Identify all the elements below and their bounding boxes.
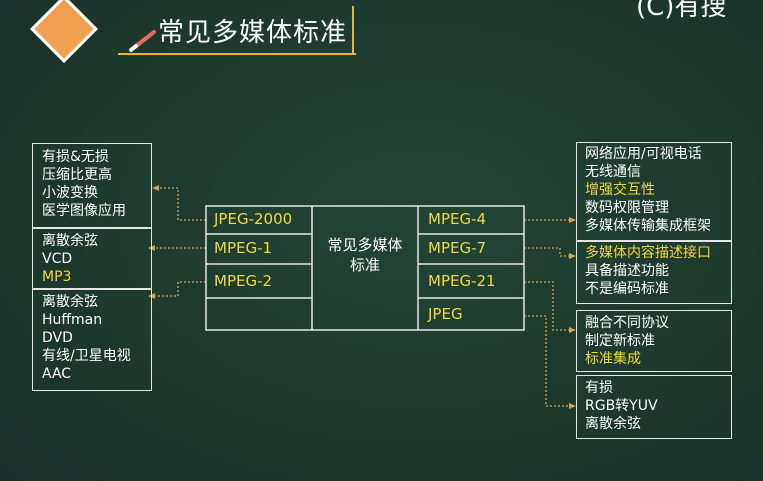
panel-line: 有损&无损 xyxy=(42,149,109,165)
header-bracket xyxy=(352,6,354,55)
panel-line: 制定新标准 xyxy=(585,333,655,349)
panel-line: Huffman xyxy=(42,312,103,328)
panel-line: 多媒体内容描述接口 xyxy=(585,245,711,261)
table-center-label: 常见多媒体 标准 xyxy=(327,236,403,274)
panel-line: 数码权限管理 xyxy=(585,200,669,216)
panel-line: 离散余弦 xyxy=(585,416,641,432)
panel-line: 有线/卫星电视 xyxy=(42,348,131,364)
left-panel-jpeg2000-notes: 有损&无损 压缩比更高 小波变换 医学图像应用 xyxy=(32,143,152,229)
panel-line: 无线通信 xyxy=(585,164,641,180)
arrowhead xyxy=(569,403,576,409)
right-panel-mpeg21-notes: 融合不同协议 制定新标准 标准集成 xyxy=(576,310,732,372)
connector-mpeg21 xyxy=(524,281,570,331)
table-cell-mpeg21: MPEG-21 xyxy=(428,272,496,290)
panel-line: 具备描述功能 xyxy=(585,263,669,279)
panel-line: DVD xyxy=(42,330,73,346)
header-underline xyxy=(118,53,356,55)
panel-line: VCD xyxy=(42,251,73,267)
panel-line: RGB转YUV xyxy=(585,398,658,414)
table-cell-mpeg1: MPEG-1 xyxy=(214,239,273,257)
panel-line: 增强交互性 xyxy=(585,182,655,198)
panel-line: 医学图像应用 xyxy=(42,203,126,219)
table-cell-mpeg2: MPEG-2 xyxy=(214,272,273,290)
arrowhead xyxy=(569,253,576,259)
table-cell-mpeg4: MPEG-4 xyxy=(428,210,487,228)
page-title: 常见多媒体标准 xyxy=(158,18,348,48)
arrowhead xyxy=(152,185,159,191)
corner-text: (C)有搜 xyxy=(636,0,727,22)
pen-icon xyxy=(129,30,156,52)
panel-line: AAC xyxy=(42,366,72,382)
table-cell-mpeg7: MPEG-7 xyxy=(428,239,487,257)
panel-line: 融合不同协议 xyxy=(585,315,669,331)
left-panel-mpeg2-notes: 离散余弦 Huffman DVD 有线/卫星电视 AAC xyxy=(32,288,152,391)
panel-line: 不是编码标准 xyxy=(585,281,669,297)
left-panel-mpeg1-notes: 离散余弦 VCD MP3 xyxy=(32,227,152,290)
right-panel-jpeg-notes: 有损 RGB转YUV 离散余弦 xyxy=(576,375,732,439)
panel-line: 压缩比更高 xyxy=(42,167,112,183)
connector-jpeg2000 xyxy=(158,187,206,221)
right-panel-mpeg7-notes: 多媒体内容描述接口 具备描述功能 不是编码标准 xyxy=(576,240,732,304)
panel-line: 小波变换 xyxy=(42,185,98,201)
connector-mpeg2 xyxy=(154,281,206,297)
panel-line: 离散余弦 xyxy=(42,294,98,310)
panel-line: 标准集成 xyxy=(585,351,641,367)
panel-line: 离散余弦 xyxy=(42,233,98,249)
panel-line: 网络应用/可视电话 xyxy=(585,146,702,162)
right-panel-mpeg4-notes: 网络应用/可视电话 无线通信 增强交互性 数码权限管理 多媒体传输集成框架 xyxy=(576,142,732,242)
arrowhead xyxy=(569,217,576,223)
table-cell-jpeg2000: JPEG-2000 xyxy=(214,210,293,228)
panel-line: MP3 xyxy=(42,269,72,285)
panel-line: 有损 xyxy=(585,380,613,396)
panel-line: 多媒体传输集成框架 xyxy=(585,218,711,234)
arrowhead xyxy=(569,327,576,333)
connector-mpeg7 xyxy=(524,247,570,257)
connector-jpeg xyxy=(524,315,570,407)
table-cell-jpeg: JPEG xyxy=(428,305,463,323)
